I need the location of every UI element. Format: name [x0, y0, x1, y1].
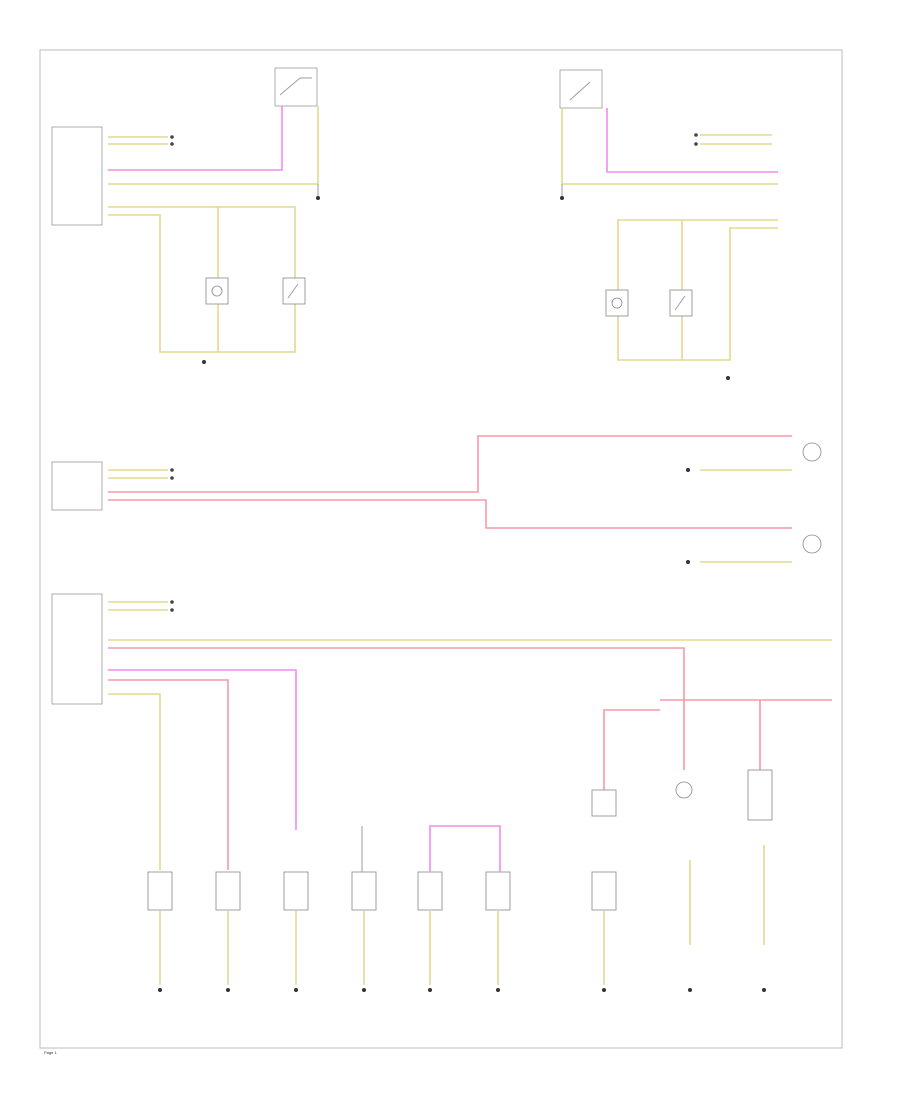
switch-component — [591, 789, 617, 817]
lamp-component — [591, 871, 617, 911]
lamp-icon — [802, 442, 822, 462]
lamp-icon — [802, 534, 822, 554]
switch-contact — [674, 295, 686, 311]
wire — [603, 709, 660, 790]
lamp-icon — [675, 781, 693, 799]
wire — [617, 219, 778, 361]
switch-contact — [279, 77, 301, 96]
ground-point — [428, 988, 432, 992]
switch-top-right — [559, 69, 603, 109]
lamp-component — [283, 871, 309, 911]
ground-point — [602, 988, 606, 992]
lamp-icon — [211, 285, 223, 297]
switch-component — [282, 277, 306, 305]
lamp-component — [417, 871, 443, 911]
ground-point — [686, 560, 690, 564]
lamp-component — [485, 871, 511, 911]
ground-point — [294, 988, 298, 992]
wire — [108, 647, 685, 770]
wire — [429, 825, 501, 872]
ground-point — [202, 360, 206, 364]
ground-point — [686, 468, 690, 472]
wire — [606, 108, 778, 173]
switch-contact — [287, 283, 299, 299]
wire — [108, 206, 296, 353]
wire — [108, 669, 297, 830]
switch-top-left — [274, 67, 318, 107]
lamp-icon — [611, 297, 623, 309]
connector-pin — [170, 476, 174, 480]
module-middle — [51, 461, 103, 511]
connector-pin — [694, 142, 698, 146]
connector-pin — [170, 135, 174, 139]
switch-component — [747, 769, 773, 821]
wire — [108, 106, 283, 171]
ground-point — [762, 988, 766, 992]
lamp-component — [215, 871, 241, 911]
diagram-frame — [39, 49, 843, 1049]
ground-point — [496, 988, 500, 992]
lamp-component — [147, 871, 173, 911]
ground-row — [158, 988, 766, 992]
footer-code: Page 1 — [44, 1050, 57, 1055]
ground-point — [158, 988, 162, 992]
ground-point — [362, 988, 366, 992]
connector-pin — [694, 133, 698, 137]
lamp-component — [351, 871, 377, 911]
connector-pin — [170, 608, 174, 612]
ground-point — [688, 988, 692, 992]
wire — [108, 499, 792, 529]
wire — [108, 435, 792, 493]
ground-point — [560, 196, 564, 200]
connector-pin — [170, 600, 174, 604]
connector-pin — [170, 468, 174, 472]
connector-pin — [170, 142, 174, 146]
module-bottom — [51, 593, 103, 705]
module-top-left — [51, 126, 103, 226]
ground-point — [726, 376, 730, 380]
wire — [108, 106, 319, 185]
ground-point — [316, 196, 320, 200]
ground-point — [226, 988, 230, 992]
switch-component — [669, 289, 693, 317]
switch-contact — [569, 81, 591, 101]
wire — [108, 679, 229, 870]
wire — [108, 693, 161, 870]
